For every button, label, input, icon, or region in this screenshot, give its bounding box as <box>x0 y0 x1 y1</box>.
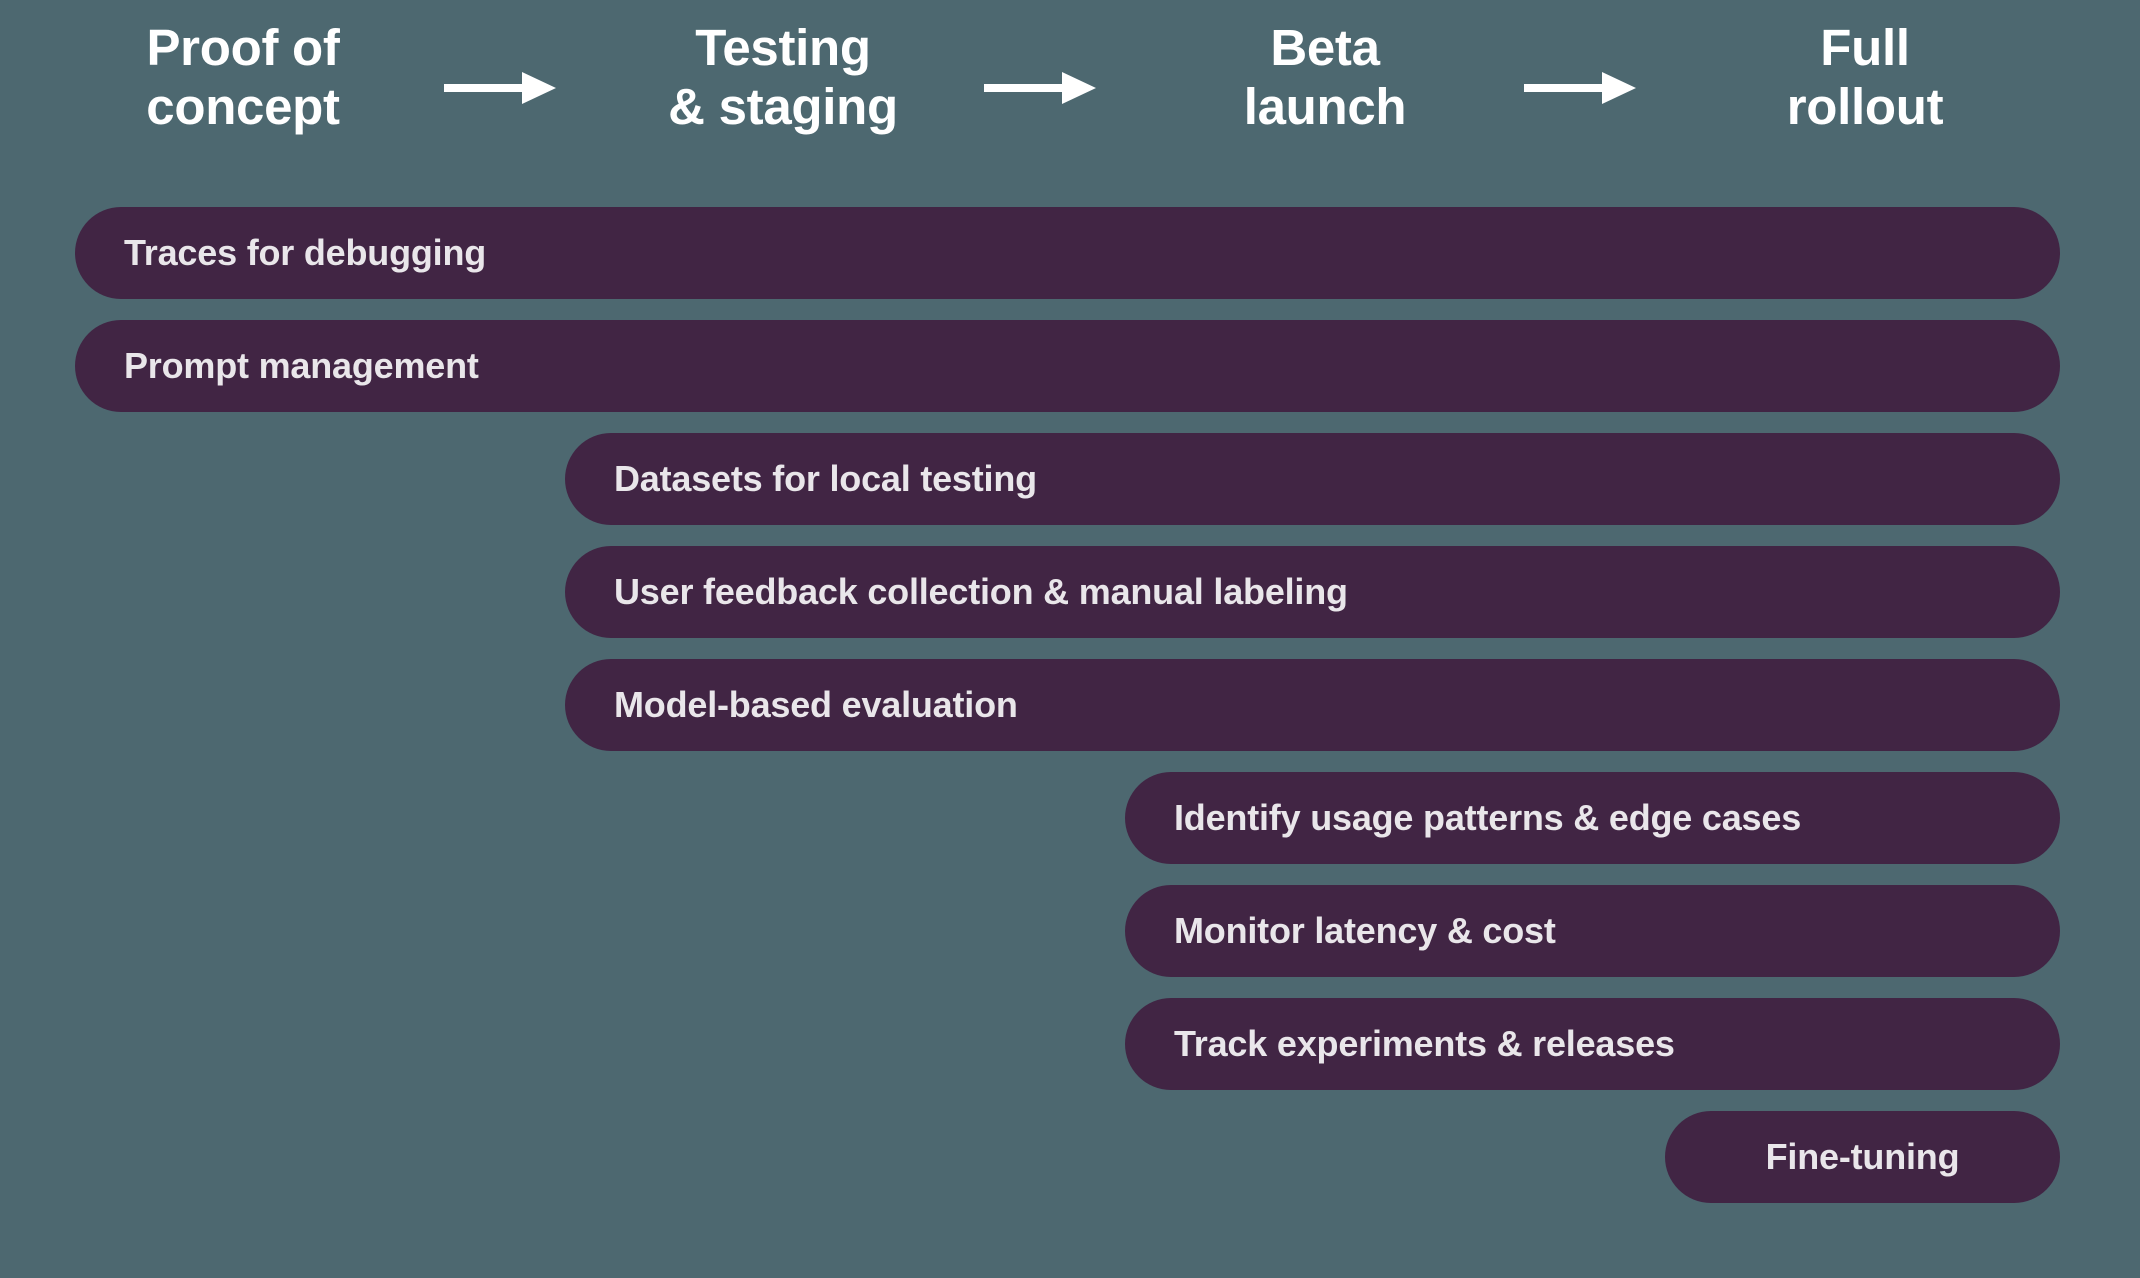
capability-bar[interactable]: Model-based evaluation <box>565 659 2060 751</box>
capability-bar-label: User feedback collection & manual labeli… <box>614 571 1348 612</box>
capability-bar-label: Monitor latency & cost <box>1174 910 1556 951</box>
capability-bar[interactable]: Monitor latency & cost <box>1125 885 2060 977</box>
capability-bar[interactable]: User feedback collection & manual labeli… <box>565 546 2060 638</box>
phase-label-2: Beta launch <box>1243 19 1407 136</box>
phase-label-0: Proof of concept <box>146 19 340 136</box>
phase-label-3: Full rollout <box>1786 19 1944 136</box>
capability-bar[interactable]: Traces for debugging <box>75 207 2060 299</box>
capability-bar-label: Model-based evaluation <box>614 684 1018 725</box>
arrow-beta-to-rollout-icon <box>1524 70 1636 106</box>
phase-header-row: Proof of concept Testing & staging Beta la… <box>0 0 2140 180</box>
capability-bar-label: Prompt management <box>124 345 479 386</box>
capability-bar-label: Datasets for local testing <box>614 458 1037 499</box>
capability-bar-label: Fine-tuning <box>1765 1136 1960 1177</box>
capability-bar[interactable]: Track experiments & releases <box>1125 998 2060 1090</box>
capability-bar[interactable]: Identify usage patterns & edge cases <box>1125 772 2060 864</box>
arrow-testing-to-beta-icon <box>984 70 1096 106</box>
capability-bar[interactable]: Prompt management <box>75 320 2060 412</box>
capability-bar-label: Traces for debugging <box>124 232 487 273</box>
phase-label-1: Testing & staging <box>668 19 898 136</box>
capability-bar-label: Identify usage patterns & edge cases <box>1174 797 1802 838</box>
arrow-poc-to-testing-icon <box>444 70 556 106</box>
capability-bar[interactable]: Datasets for local testing <box>565 433 2060 525</box>
capability-bar-label: Track experiments & releases <box>1174 1023 1675 1064</box>
capability-bar[interactable]: Fine-tuning <box>1665 1111 2060 1203</box>
